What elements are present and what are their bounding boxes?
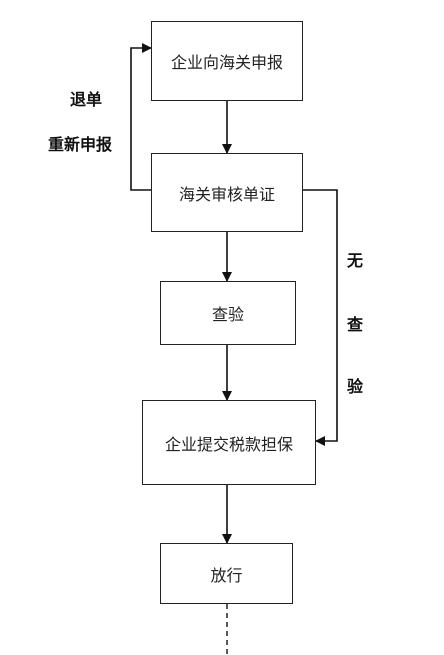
no-inspection-connector xyxy=(303,189,338,446)
label-return: 退单 xyxy=(70,90,103,109)
step-tax-guarantee: 企业提交税款担保 xyxy=(142,400,316,485)
label-no-inspect-2: 查 xyxy=(347,315,364,334)
step-release: 放行 xyxy=(160,543,293,604)
return-loop-connector xyxy=(130,43,152,191)
label-redeclare: 重新申报 xyxy=(48,135,113,154)
label-no-inspect-3: 验 xyxy=(347,377,364,396)
label-no-inspect-1: 无 xyxy=(347,251,364,270)
step-inspection: 查验 xyxy=(160,281,296,345)
step-enterprise-declare: 企业向海关申报 xyxy=(151,21,303,101)
step-customs-review: 海关审核单证 xyxy=(151,153,303,232)
